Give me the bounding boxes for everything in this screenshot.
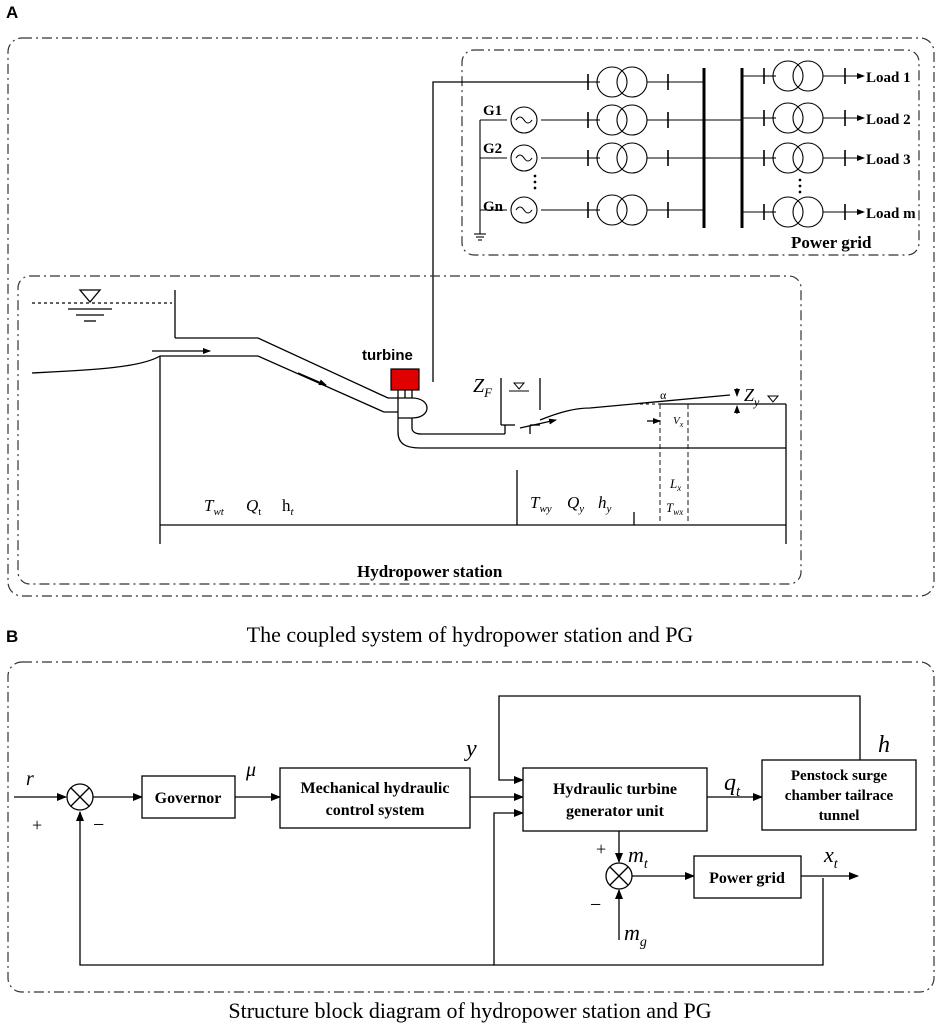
governor-block bbox=[141, 775, 236, 819]
generator-label-gn: Gn bbox=[483, 199, 504, 215]
panel-a-label: A bbox=[6, 3, 18, 22]
svg-text:xt: xt bbox=[823, 842, 839, 872]
generator-label-g2: G2 bbox=[483, 141, 502, 157]
panel-b-frame bbox=[7, 661, 935, 993]
twy-symbol: T bbox=[530, 493, 541, 512]
sign-plus-2: + bbox=[596, 839, 606, 859]
svg-text:Twt: Twt bbox=[204, 496, 225, 518]
sign-minus-2: − bbox=[590, 894, 601, 916]
hy-sub: y bbox=[606, 503, 612, 515]
generator-label-g1: G1 bbox=[483, 103, 502, 119]
mechanical-hydraulic-label-2: control system bbox=[326, 802, 425, 819]
signal-qt-sub: t bbox=[736, 784, 741, 800]
zy-sub: y bbox=[753, 395, 760, 409]
hydraulic-system bbox=[31, 289, 787, 544]
signal-mt: m bbox=[628, 842, 644, 867]
signal-xt: x bbox=[823, 842, 834, 867]
twx-sub: wx bbox=[673, 507, 683, 517]
signal-mt-sub: t bbox=[644, 857, 649, 872]
svg-text:Zy: Zy bbox=[744, 385, 760, 409]
station-title: Hydropower station bbox=[357, 562, 503, 581]
zf-symbol: Z bbox=[473, 375, 485, 397]
load-label-m: Load m bbox=[866, 206, 916, 222]
ht-sub: t bbox=[291, 506, 295, 518]
power-grid-network bbox=[474, 60, 865, 241]
twx-symbol: T bbox=[666, 500, 674, 515]
signal-mu: μ bbox=[245, 759, 256, 781]
svg-text:qt: qt bbox=[724, 770, 741, 800]
vx-symbol: V bbox=[673, 415, 681, 427]
load-label-3: Load 3 bbox=[866, 152, 911, 168]
lx-symbol: L bbox=[669, 476, 677, 491]
load-label-1: Load 1 bbox=[866, 70, 911, 86]
hy-symbol: h bbox=[598, 493, 607, 512]
sign-plus-1: + bbox=[32, 815, 42, 835]
block-diagram-wires bbox=[14, 695, 861, 966]
station-frame bbox=[17, 275, 802, 585]
svg-text:Twy: Twy bbox=[530, 493, 552, 515]
penstock-block bbox=[761, 759, 917, 831]
qt-sub: t bbox=[258, 506, 261, 518]
penstock-label-2: chamber tailrace bbox=[785, 788, 894, 804]
turbine-grid-line bbox=[432, 81, 588, 382]
qy-symbol: Q bbox=[567, 493, 579, 512]
vx-sub: x bbox=[679, 420, 684, 429]
svg-text:Qy: Qy bbox=[567, 493, 584, 515]
panel-b-label: B bbox=[6, 627, 18, 646]
power-grid-frame bbox=[461, 49, 920, 256]
svg-text:Twx: Twx bbox=[666, 500, 683, 517]
governor-label: Governor bbox=[155, 790, 222, 807]
twt-sub: wt bbox=[213, 506, 224, 518]
twt-symbol: T bbox=[204, 496, 215, 515]
hydraulic-turbine-label-1: Hydraulic turbine bbox=[553, 781, 677, 798]
signal-mg: m bbox=[624, 920, 640, 945]
qy-sub: y bbox=[578, 503, 584, 515]
svg-text:Vx: Vx bbox=[673, 415, 684, 429]
load-label-2: Load 2 bbox=[866, 112, 911, 128]
turbine-generator-box bbox=[390, 368, 420, 391]
panel-a-symbols: ZF Zy α Vx Lx Twx Twt Qt ht Twy Qy hy bbox=[204, 375, 760, 518]
turbine-label: turbine bbox=[362, 347, 413, 364]
svg-text:hy: hy bbox=[598, 493, 612, 515]
signal-h: h bbox=[878, 732, 890, 758]
mechanical-hydraulic-label-1: Mechanical hydraulic bbox=[301, 780, 450, 797]
hydraulic-turbine-label-2: generator unit bbox=[566, 803, 665, 820]
signal-qt: q bbox=[724, 770, 736, 796]
lx-sub: x bbox=[676, 483, 681, 493]
twy-sub: wy bbox=[539, 503, 551, 515]
signal-y: y bbox=[464, 736, 477, 762]
panel-a-frame bbox=[7, 37, 935, 597]
svg-text:mg: mg bbox=[624, 920, 647, 950]
sign-minus-1: − bbox=[93, 814, 104, 836]
svg-text:Lx: Lx bbox=[669, 476, 681, 493]
power-grid-title: Power grid bbox=[791, 233, 872, 252]
power-grid-block-label: Power grid bbox=[709, 870, 785, 887]
signal-mg-sub: g bbox=[640, 935, 647, 950]
signal-xt-sub: t bbox=[834, 857, 839, 872]
signal-r: r bbox=[26, 768, 34, 790]
penstock-label-1: Penstock surge bbox=[791, 768, 888, 784]
hydraulic-turbine-block bbox=[522, 767, 708, 832]
panel-a-caption: The coupled system of hydropower station… bbox=[247, 622, 694, 647]
power-grid-block bbox=[693, 855, 802, 899]
qt-symbol: Q bbox=[246, 496, 258, 515]
panel-b-caption: Structure block diagram of hydropower st… bbox=[228, 998, 711, 1023]
signal-labels: r + − μ y h qt + mt − mg xt bbox=[26, 732, 890, 950]
penstock-label-3: tunnel bbox=[819, 808, 860, 824]
zf-sub: F bbox=[483, 385, 493, 400]
svg-text:ht: ht bbox=[282, 496, 295, 518]
zy-symbol: Z bbox=[744, 385, 755, 405]
svg-text:mt: mt bbox=[628, 842, 649, 872]
svg-text:Qt: Qt bbox=[246, 496, 261, 518]
alpha-symbol: α bbox=[660, 388, 667, 402]
mechanical-hydraulic-block bbox=[279, 767, 471, 829]
svg-text:ZF: ZF bbox=[473, 375, 493, 400]
ht-symbol: h bbox=[282, 496, 291, 515]
